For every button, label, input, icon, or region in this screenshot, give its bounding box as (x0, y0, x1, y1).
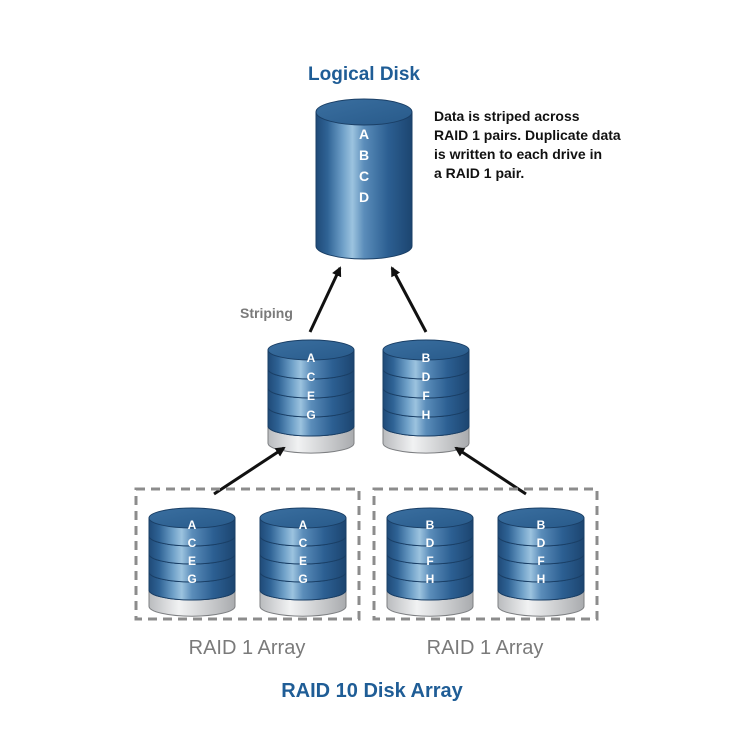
disk-letter: D (422, 370, 431, 384)
description-line: is written to each drive in (434, 146, 602, 162)
disk-letter: C (359, 168, 369, 184)
arrow-array-left (213, 446, 286, 496)
description-line: RAID 1 pairs. Duplicate data (434, 127, 621, 143)
disk-letter: D (537, 536, 546, 550)
raid1-array-box (372, 487, 599, 621)
disk-letter: A (188, 518, 197, 532)
disk-letter: D (359, 189, 369, 205)
disk-letter: C (299, 536, 308, 550)
disk-letter: B (537, 518, 546, 532)
disk-letter: E (188, 554, 196, 568)
platter-top (259, 507, 347, 529)
disk-letter: G (306, 408, 315, 422)
disk-letter: F (426, 554, 433, 568)
description-text: Data is striped across RAID 1 pairs. Dup… (434, 108, 621, 181)
disk-letter: G (187, 572, 196, 586)
disk-letter: A (299, 518, 308, 532)
disk-letter: B (422, 351, 431, 365)
arrow-up-left (308, 266, 342, 333)
raid1-array-label: RAID 1 Array (189, 637, 306, 659)
platter-top (497, 507, 585, 529)
disk-letter: G (298, 572, 307, 586)
raid1-array-label: RAID 1 Array (427, 637, 544, 659)
arrow-up-right (390, 266, 428, 333)
logical-disk-cylinder: A B C D (315, 98, 413, 260)
platter-top (382, 339, 470, 361)
arrow-array-right (454, 446, 527, 496)
platter-top (148, 507, 236, 529)
disk-letter: B (359, 147, 369, 163)
disk-letter: E (299, 554, 307, 568)
disk-letter: F (537, 554, 544, 568)
disk-letter: A (307, 351, 316, 365)
raid1-array-box (134, 487, 361, 621)
description-line: a RAID 1 pair. (434, 165, 524, 181)
disk-letter: D (426, 536, 435, 550)
disk-letter: H (426, 572, 435, 586)
disk-letter: H (422, 408, 431, 422)
description-line: Data is striped across (434, 108, 580, 124)
disk-letter: H (537, 572, 546, 586)
disk-letter: B (426, 518, 435, 532)
disk-letter: A (359, 126, 369, 142)
disk-letter: C (307, 370, 316, 384)
logical-disk-title: Logical Disk (308, 64, 420, 85)
disk-letter: F (422, 389, 429, 403)
platter-top (267, 339, 355, 361)
disk-letter: E (307, 389, 315, 403)
striping-label: Striping (240, 305, 293, 321)
disk-letter: C (188, 536, 197, 550)
raid10-title: RAID 10 Disk Array (281, 680, 463, 702)
platter-top (386, 507, 474, 529)
